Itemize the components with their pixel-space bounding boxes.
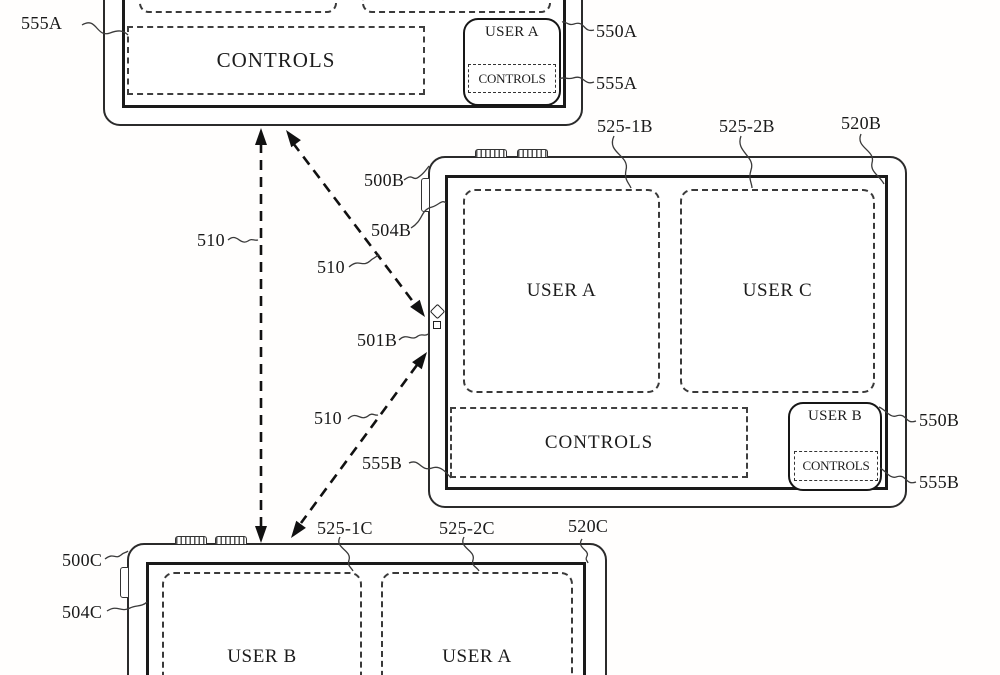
device-b-panel-user-a-label: USER A [526,280,597,301]
ref-label-504C: 504C [62,602,103,622]
device-b-panel-user-a: USER A [463,189,660,393]
ref-label-520B: 520B [841,113,882,133]
device-b-self-view-label: USER B [808,408,862,424]
ref-label-504B: 504B [371,220,412,240]
ref-label-550B: 550B [919,410,960,430]
ref-label-500B: 500B [364,170,405,190]
device-a-controls-label: CONTROLS [216,48,336,72]
device-a-self-view-controls: CONTROLS [468,64,556,93]
ref-label-510-left: 510 [197,230,225,250]
device-a-panel-2 [362,0,551,13]
ref-label-525-1B: 525-1B [597,116,653,136]
device-c-panel-user-b-label: USER B [227,646,297,667]
ref-label-520C: 520C [568,516,609,536]
ref-label-510-mid: 510 [317,257,345,277]
ref-label-510-bottom: 510 [314,408,342,428]
device-a-panel-1 [139,0,337,13]
device-b-top-button-1 [475,149,507,157]
sync-arrow-device-a-device-c [255,128,267,543]
device-b-self-view-controls-label: CONTROLS [802,458,870,473]
device-b-side-button [421,178,430,212]
ref-label-555B-right: 555B [919,472,960,492]
ref-label-550A: 550A [596,21,638,41]
device-c-panel-user-b: USER B [162,572,362,675]
device-a-self-view-label: USER A [485,24,539,40]
device-c-top-button-1 [175,536,207,544]
device-b-controls-bar: CONTROLS [450,407,748,478]
ref-label-525-1C: 525-1C [317,518,373,538]
device-b-sensor-icon [433,321,441,329]
ref-label-525-2C: 525-2C [439,518,495,538]
leader-510-bottom [347,413,379,420]
leader-510-left [227,236,259,243]
device-a-self-view-controls-label: CONTROLS [478,70,546,86]
leader-500C [104,550,129,560]
device-b-top-button-2 [517,149,548,157]
leader-501B [398,333,429,341]
device-c-top-button-2 [215,536,247,544]
ref-label-501B: 501B [357,330,398,350]
ref-label-555B-left: 555B [362,453,403,473]
ref-label-555A-left: 555A [21,13,63,33]
device-a-controls-bar: CONTROLS [127,26,425,95]
device-c-side-button [120,567,129,598]
device-b-panel-user-c: USER C [680,189,875,393]
device-b-controls-label: CONTROLS [544,431,654,453]
sync-arrow-device-b-device-c [291,352,427,538]
device-c-panel-user-a-label: USER A [442,646,512,667]
device-c-panel-user-a: USER A [381,572,573,675]
ref-label-500C: 500C [62,550,103,570]
ref-label-555A-right: 555A [596,73,638,93]
device-b-self-view-controls: CONTROLS [794,451,878,481]
leader-510-mid [348,253,380,268]
device-b-panel-user-c-label: USER C [742,280,813,301]
ref-label-525-2B: 525-2B [719,116,775,136]
